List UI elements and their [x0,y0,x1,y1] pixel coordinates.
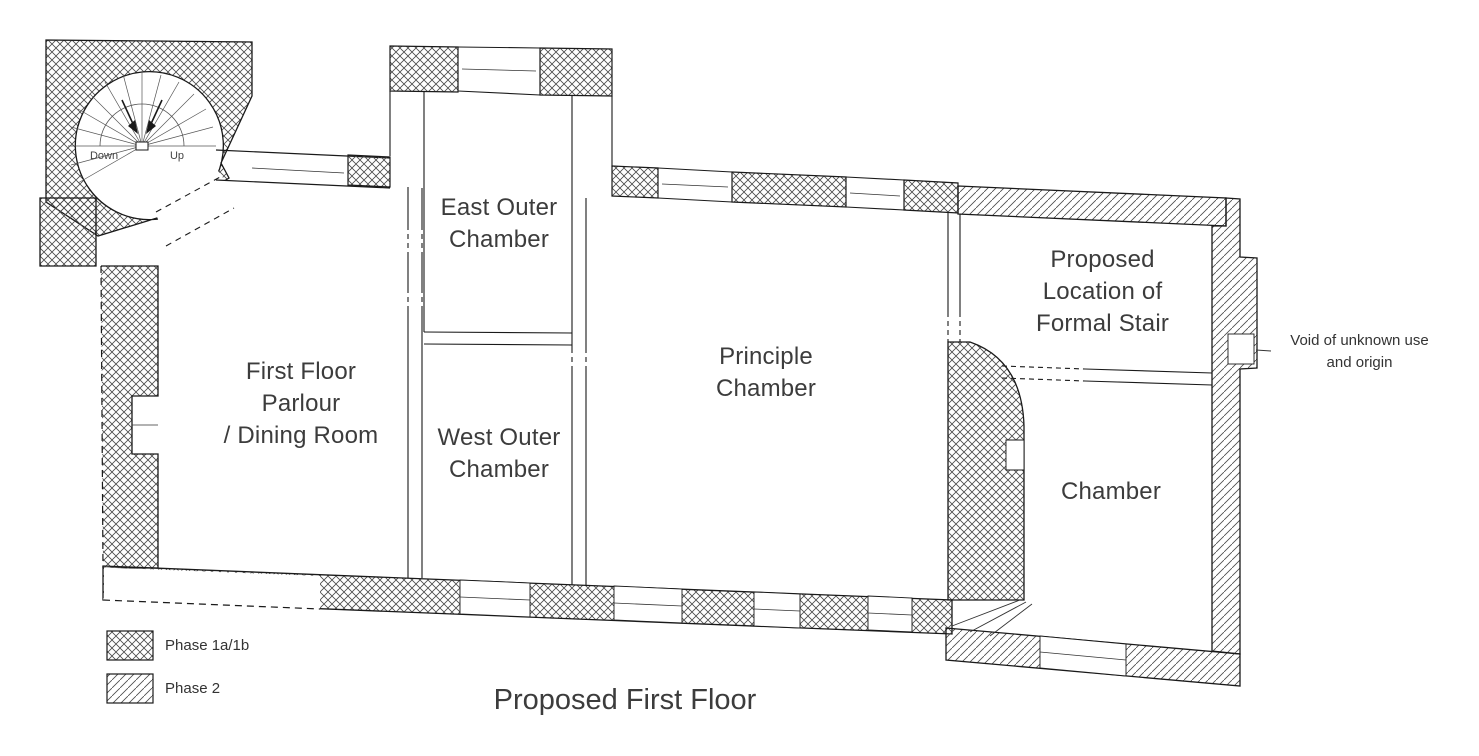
west-wall-outer-dashed [100,265,104,569]
south-wall-thin-section [104,567,320,608]
tower-annex-wall [39,197,97,267]
curved-wall-fill [947,341,1025,601]
north-window-faces [657,167,733,203]
north-wall-pier [347,154,391,188]
north-window-faces [845,176,905,211]
room-label-line: Chamber [715,375,817,402]
wing-partition-dashed-opening [1001,365,1086,382]
room-label-formal-stair: Proposed Location of Formal Stair [1000,244,1205,340]
north-wall-pier [903,179,959,214]
stair-newel [135,141,149,151]
room-label-line: First Floor [245,358,357,385]
east-outer-chamber-walls [389,45,613,332]
north-window-glazing [849,192,901,197]
stair-down-arrowhead [128,120,138,134]
wing-north-window-glazing [461,68,537,72]
room-label-chamber: Chamber [1031,476,1191,508]
north-window-glazing [661,183,729,188]
north-window-glazing [251,167,345,174]
annotation-line: and origin [1326,354,1393,371]
wing-corner-block [539,47,613,97]
room-label-line: Chamber [1060,478,1162,505]
wing-south-window-glazing [1039,651,1127,661]
legend-label-phase1: Phase 1a/1b [165,637,250,654]
principle-east-dashed-opening [947,312,961,342]
south-wall [102,565,953,635]
room-label-line: Location of [1042,278,1163,305]
wing-corner-block [389,45,459,93]
chamber-divider [423,331,573,346]
room-label-east-outer-chamber: East Outer Chamber [404,192,594,256]
room-label-west-outer-chamber: West Outer Chamber [404,422,594,486]
stair-direction-lines [121,99,163,127]
west-wall-fill [101,266,158,568]
legend-swatch-phase1 [106,630,154,661]
tower-passage-dashed-opening [155,175,235,247]
wing-north-wall [957,185,1227,227]
south-window-glazing [459,596,531,601]
void-leader-line [1255,349,1272,352]
room-label-principle-chamber: Principle Chamber [666,341,866,405]
spiral-stair-inner-arc [99,103,185,147]
phase2-wing [945,185,1258,687]
principle-west-dashed-opening [571,348,587,368]
annotation-line: Void of unknown use [1290,332,1429,349]
curved-corner-wall [947,341,1025,601]
tower-passage [152,168,243,250]
north-wall [215,149,959,214]
room-label-line: Proposed [1050,246,1155,273]
north-wall-pier [611,165,659,199]
south-window-glazing [753,608,801,612]
west-wall [100,265,159,569]
stair-tower [39,39,253,267]
plan-title: Proposed First Floor [493,684,757,716]
north-wall-pier [731,171,847,208]
south-window-glazing [867,612,913,616]
room-label-line: Chamber [448,226,550,253]
wing-partition [1084,368,1213,386]
void-recess [1227,333,1255,365]
room-label-line: West Outer [437,424,561,451]
stair-up-label: Up [169,150,185,162]
south-window-glazing [613,602,683,607]
room-label-line: Principle [719,343,813,370]
legend-label-phase2: Phase 2 [165,680,221,697]
room-label-line: Parlour [261,390,341,417]
spiral-stair-treads [68,72,216,184]
stair-down-label: Down [89,150,119,162]
south-wall-outer-dashed [102,599,321,610]
wing-stair-lines [951,599,1033,637]
parlour-partition-dashed-openings [407,225,423,308]
legend-swatches [106,630,154,704]
room-label-line: / Dining Room [223,422,379,449]
room-label-line: Formal Stair [1035,310,1170,337]
room-label-parlour: First Floor Parlour / Dining Room [181,356,421,452]
room-label-line: Chamber [448,456,550,483]
principle-east-wall [947,213,961,312]
stair-up-arrowhead [146,120,156,134]
void-annotation: Void of unknown use and origin [1272,330,1447,374]
wing-north-window-faces [457,46,541,96]
curved-wall-recess [1005,439,1025,471]
wing-side-walls [389,91,613,332]
room-label-line: East Outer [440,194,558,221]
wing-east-wall [1211,197,1258,655]
legend-swatch-phase2 [106,673,154,704]
interior-partitions [407,95,961,585]
